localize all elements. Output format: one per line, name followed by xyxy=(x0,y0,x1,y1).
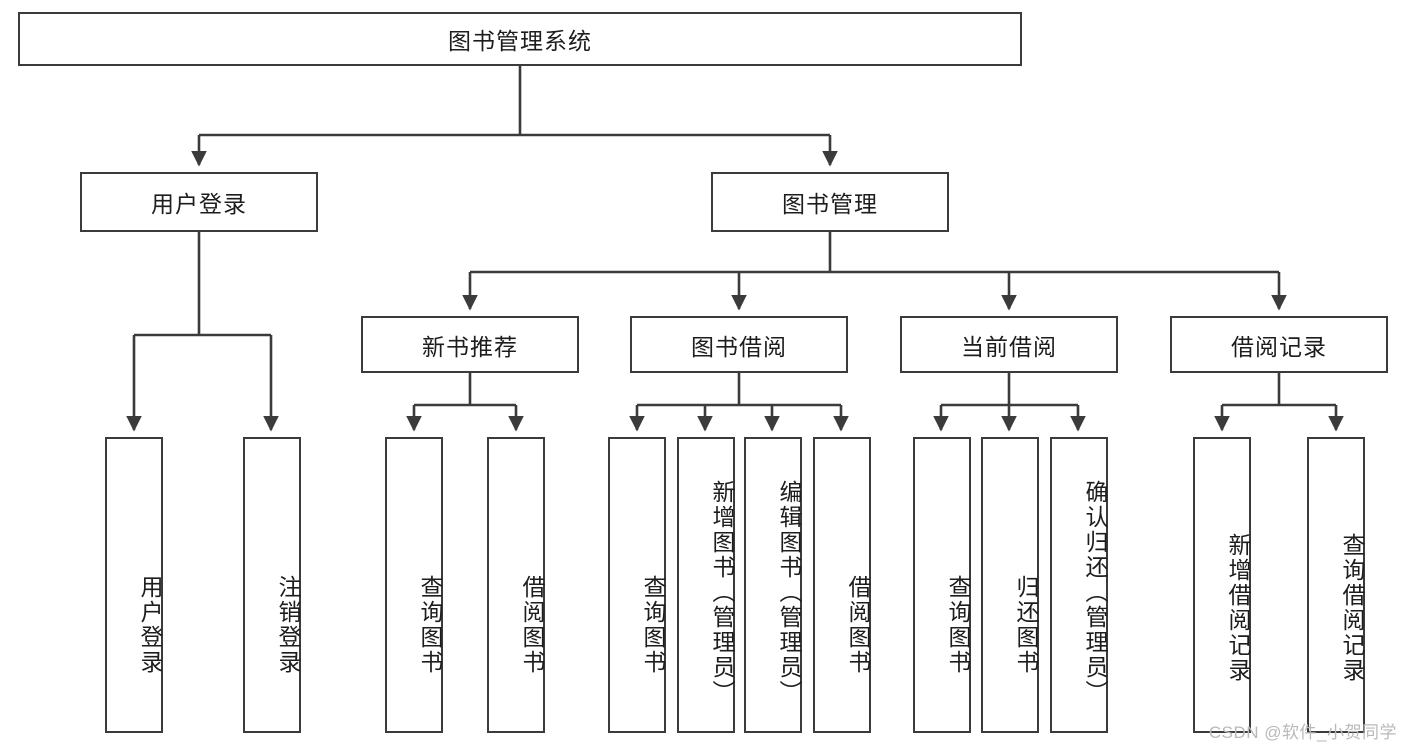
node-root-book-management-system[interactable]: 图书管理系统 xyxy=(18,12,1022,66)
leaf-book-borrow-add-book-admin[interactable]: 新增图书（管理员） xyxy=(677,437,735,733)
leaf-user-login-login[interactable]: 用户登录 xyxy=(105,437,163,733)
csdn-watermark: CSDN @软件_小贺同学 xyxy=(1208,723,1397,742)
node-new-book-recommend[interactable]: 新书推荐 xyxy=(361,316,579,373)
leaf-current-borrow-query-book[interactable]: 查询图书 xyxy=(913,437,971,733)
leaf-borrow-record-query-record[interactable]: 查询借阅记录 xyxy=(1307,437,1365,733)
node-current-borrow[interactable]: 当前借阅 xyxy=(900,316,1118,373)
leaf-user-login-logout[interactable]: 注销登录 xyxy=(243,437,301,733)
node-borrow-record[interactable]: 借阅记录 xyxy=(1170,316,1388,373)
leaf-current-borrow-return-book[interactable]: 归还图书 xyxy=(981,437,1039,733)
leaf-book-borrow-borrow-book[interactable]: 借阅图书 xyxy=(813,437,871,733)
node-book-borrow[interactable]: 图书借阅 xyxy=(630,316,848,373)
leaf-current-borrow-confirm-return-admin[interactable]: 确认归还（管理员） xyxy=(1050,437,1108,733)
node-book-management[interactable]: 图书管理 xyxy=(711,172,949,232)
leaf-new-book-borrow-book[interactable]: 借阅图书 xyxy=(487,437,545,733)
node-user-login[interactable]: 用户登录 xyxy=(80,172,318,232)
leaf-borrow-record-add-record[interactable]: 新增借阅记录 xyxy=(1193,437,1251,733)
leaf-book-borrow-edit-book-admin[interactable]: 编辑图书（管理员） xyxy=(744,437,802,733)
leaf-new-book-query-book[interactable]: 查询图书 xyxy=(385,437,443,733)
leaf-book-borrow-query-book[interactable]: 查询图书 xyxy=(608,437,666,733)
